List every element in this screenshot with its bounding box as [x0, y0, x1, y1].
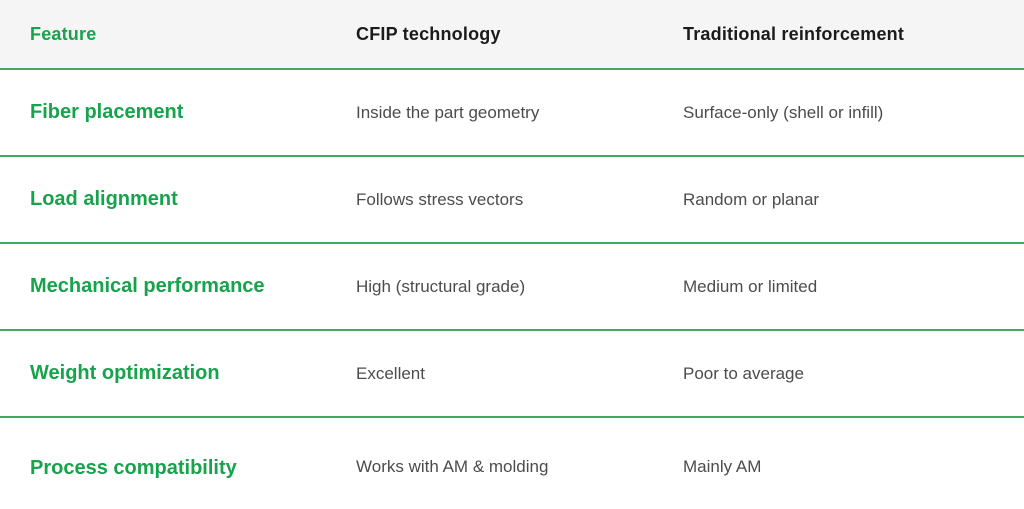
feature-label: Load alignment: [30, 188, 178, 210]
feature-label: Weight optimization: [30, 362, 220, 384]
traditional-value: Medium or limited: [683, 276, 818, 296]
cfip-value: Works with AM & molding: [356, 457, 549, 476]
cfip-value: Inside the part geometry: [356, 102, 540, 122]
traditional-value: Random or planar: [683, 189, 820, 209]
traditional-value: Mainly AM: [683, 457, 762, 476]
table-row-fiber-placement: Fiber placement Inside the part geometry…: [0, 70, 1024, 157]
table-row-load-alignment: Load alignment Follows stress vectors Ra…: [0, 157, 1024, 244]
feature-label: Mechanical performance: [30, 275, 265, 297]
cfip-value: Excellent: [356, 363, 425, 383]
cfip-value: High (structural grade): [356, 276, 526, 296]
cfip-value: Follows stress vectors: [356, 189, 524, 209]
column-header-cfip-technology: CFIP technology: [356, 23, 501, 44]
traditional-value: Surface-only (shell or infill): [683, 102, 884, 122]
table-row-mechanical-performance: Mechanical performance High (structural …: [0, 244, 1024, 331]
feature-label: Process compatibility: [30, 457, 237, 479]
table-row-process-compatibility: Process compatibility Works with AM & mo…: [0, 418, 1024, 509]
table-row-weight-optimization: Weight optimization Excellent Poor to av…: [0, 331, 1024, 418]
column-header-feature: Feature: [30, 23, 97, 44]
traditional-value: Poor to average: [683, 363, 804, 383]
feature-label: Fiber placement: [30, 101, 184, 123]
column-header-traditional-reinforcement: Traditional reinforcement: [683, 23, 905, 44]
table-header-row: Feature CFIP technology Traditional rein…: [0, 0, 1024, 70]
